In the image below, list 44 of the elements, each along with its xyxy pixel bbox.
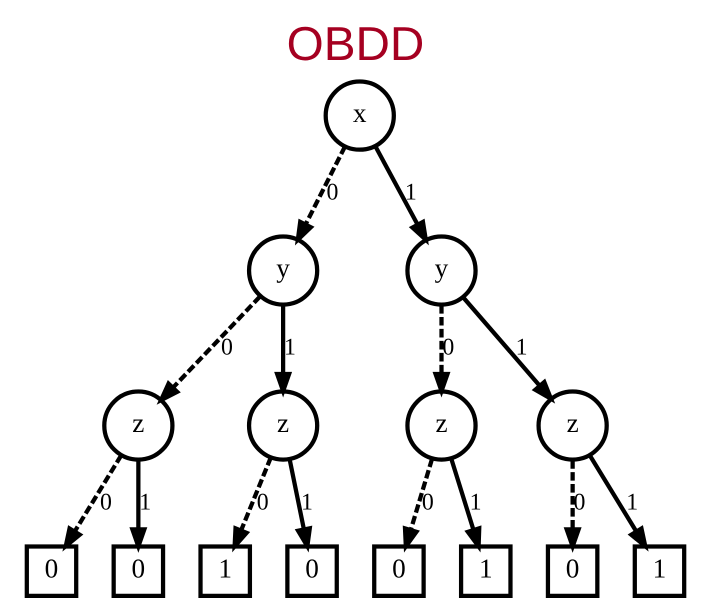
edge-label: 0 bbox=[421, 489, 434, 516]
edge-label: 1 bbox=[626, 489, 638, 516]
node-circle: z bbox=[536, 389, 608, 462]
node-box: 0 bbox=[24, 544, 78, 598]
arrow bbox=[432, 305, 450, 398]
edge-label: 0 bbox=[442, 334, 454, 360]
arrow bbox=[287, 459, 312, 552]
arrow bbox=[274, 305, 292, 398]
edge-label: 0 bbox=[220, 334, 232, 360]
node-box: 0 bbox=[111, 544, 165, 598]
node-box: 1 bbox=[458, 544, 512, 598]
arrow bbox=[563, 460, 582, 553]
arrow bbox=[294, 146, 346, 246]
edge-label: 1 bbox=[283, 334, 296, 360]
edge-label: 0 bbox=[256, 489, 268, 516]
arrow bbox=[156, 295, 261, 405]
node-circle: y bbox=[246, 234, 319, 307]
node-circle: y bbox=[404, 234, 478, 307]
node-box: 1 bbox=[198, 544, 252, 598]
edge-label: 0 bbox=[572, 489, 585, 516]
node-box: 0 bbox=[545, 544, 599, 598]
arrow bbox=[128, 460, 147, 553]
node-circle: x bbox=[323, 79, 396, 152]
arrow bbox=[232, 456, 272, 552]
node-box: 1 bbox=[632, 544, 686, 598]
node-box: 0 bbox=[372, 544, 426, 598]
edge-label: 1 bbox=[300, 489, 312, 516]
arrow bbox=[402, 458, 434, 553]
node-circle: z bbox=[246, 389, 319, 462]
arrow bbox=[62, 454, 123, 552]
edge-label: 0 bbox=[100, 489, 112, 516]
node-box: 0 bbox=[284, 544, 338, 598]
edge-label: 1 bbox=[138, 489, 151, 516]
arrow bbox=[448, 458, 481, 553]
node-circle: z bbox=[102, 389, 174, 462]
arrow bbox=[373, 146, 428, 246]
edge-label: 1 bbox=[469, 489, 482, 516]
arrow bbox=[587, 454, 648, 552]
edge-label: 1 bbox=[404, 179, 416, 206]
arrow bbox=[461, 296, 555, 404]
node-circle: z bbox=[404, 389, 478, 462]
diagram-title: OBDD bbox=[286, 18, 424, 72]
edge-label: 0 bbox=[326, 179, 338, 206]
edge-label: 1 bbox=[515, 334, 528, 360]
